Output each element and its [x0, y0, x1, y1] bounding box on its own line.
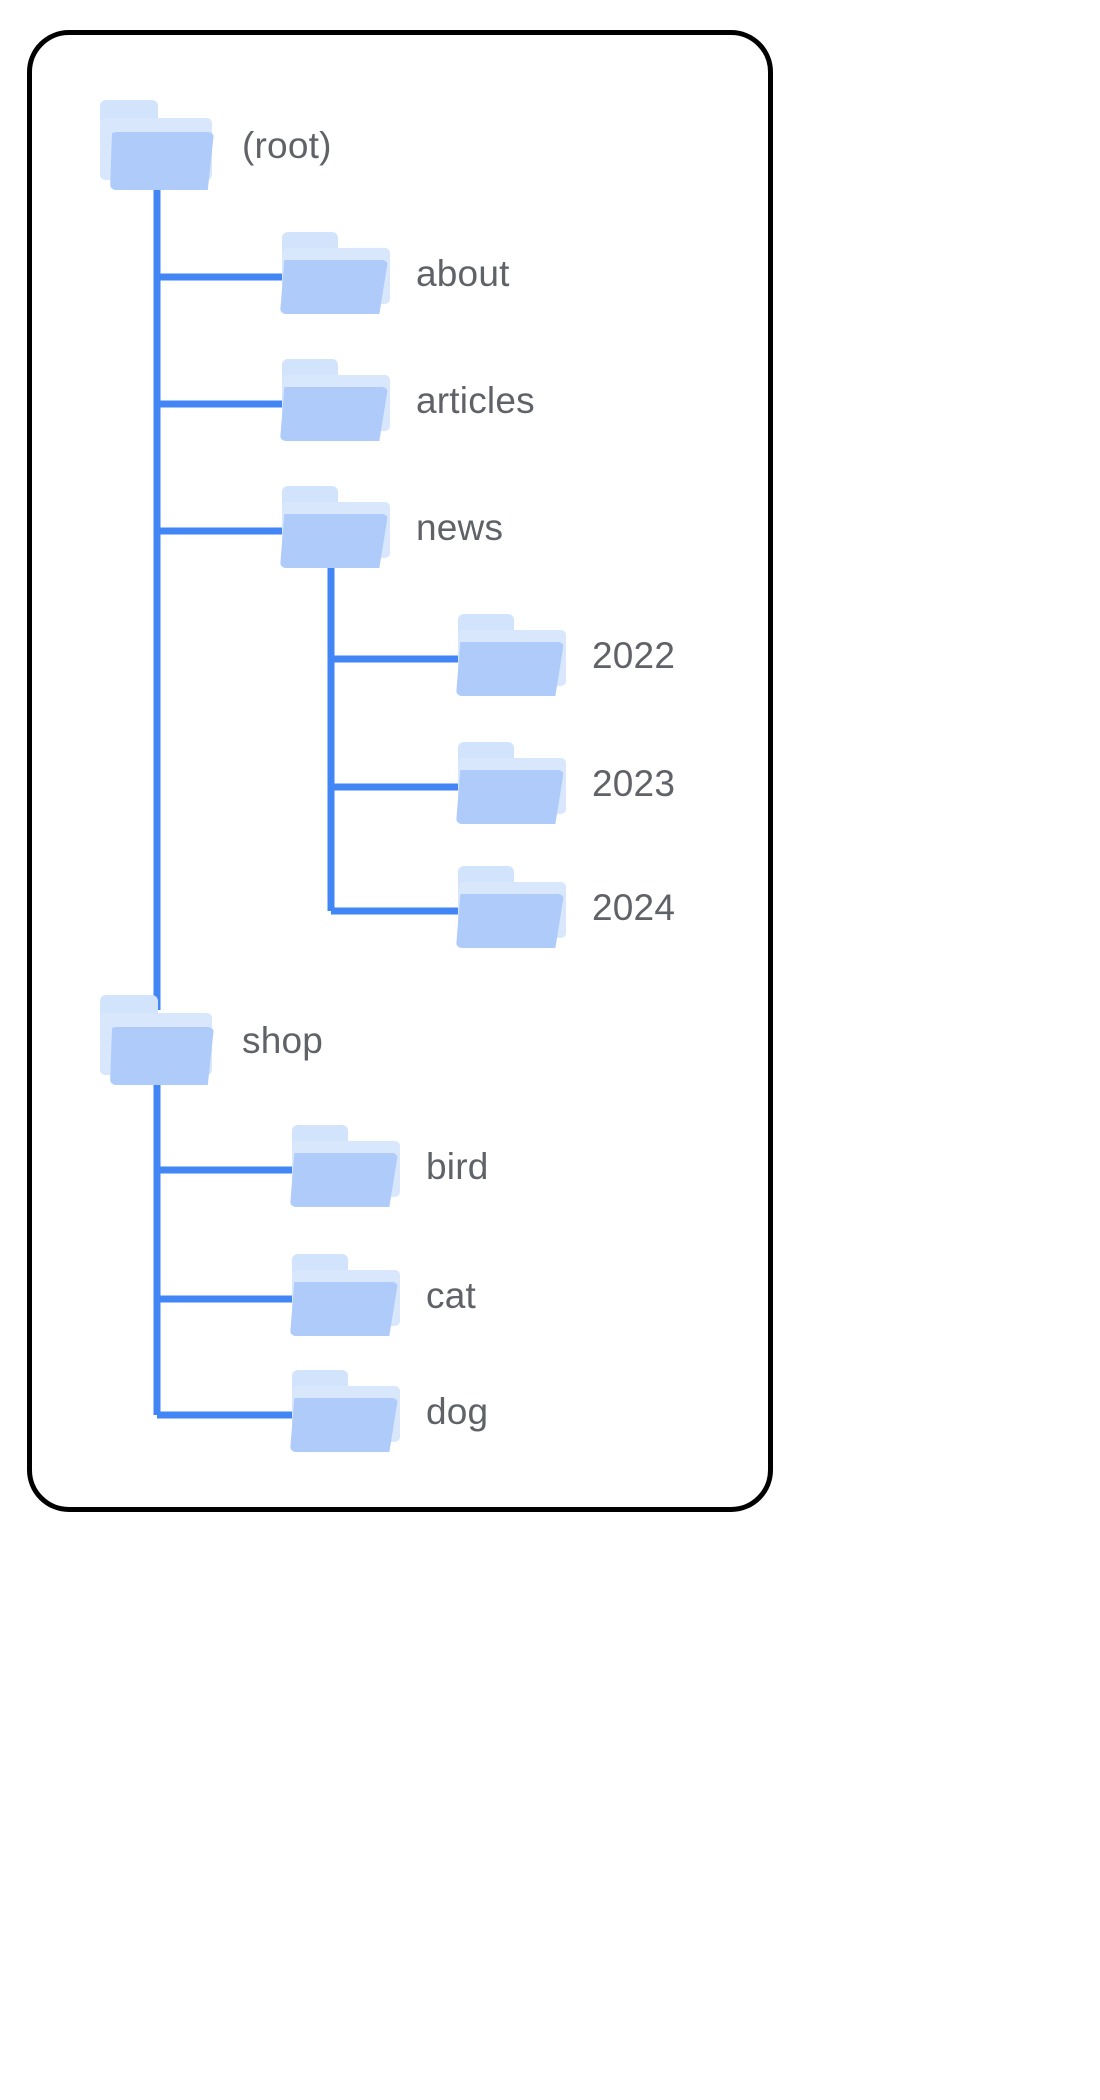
tree-node-label: shop — [242, 1019, 324, 1061]
tree-node-cat[interactable]: cat — [286, 1254, 476, 1336]
tree-node-label: news — [416, 506, 504, 548]
folder-icon — [276, 359, 394, 441]
tree-node-root[interactable]: (root) — [100, 100, 332, 190]
tree-node-label: 2024 — [592, 886, 676, 928]
folder-icon — [276, 486, 394, 568]
tree-node-articles[interactable]: articles — [276, 359, 535, 441]
tree-node-shop[interactable]: shop — [100, 995, 323, 1085]
tree-node-label: 2022 — [592, 634, 676, 676]
tree-node-label: about — [416, 252, 510, 294]
tree-node-label: (root) — [242, 124, 332, 166]
folder-icon — [286, 1254, 404, 1336]
tree-node-label: dog — [426, 1390, 489, 1432]
folder-icon — [100, 100, 220, 190]
folder-icon — [452, 614, 570, 696]
tree-node-label: bird — [426, 1145, 489, 1187]
folder-icon — [100, 995, 220, 1085]
tree-node-label: 2023 — [592, 762, 676, 804]
tree-node-label: articles — [416, 379, 535, 421]
tree-node-news[interactable]: news — [276, 486, 503, 568]
folder-icon — [276, 232, 394, 314]
diagram-frame — [27, 30, 773, 1512]
tree-node-bird[interactable]: bird — [286, 1125, 489, 1207]
tree-node-about[interactable]: about — [276, 232, 510, 314]
tree-node-2023[interactable]: 2023 — [452, 742, 675, 824]
folder-icon — [452, 866, 570, 948]
folder-icon — [286, 1125, 404, 1207]
folder-icon — [452, 742, 570, 824]
tree-node-dog[interactable]: dog — [286, 1370, 488, 1452]
tree-node-label: cat — [426, 1274, 476, 1316]
tree-node-2022[interactable]: 2022 — [452, 614, 675, 696]
folder-icon — [286, 1370, 404, 1452]
tree-node-2024[interactable]: 2024 — [452, 866, 675, 948]
